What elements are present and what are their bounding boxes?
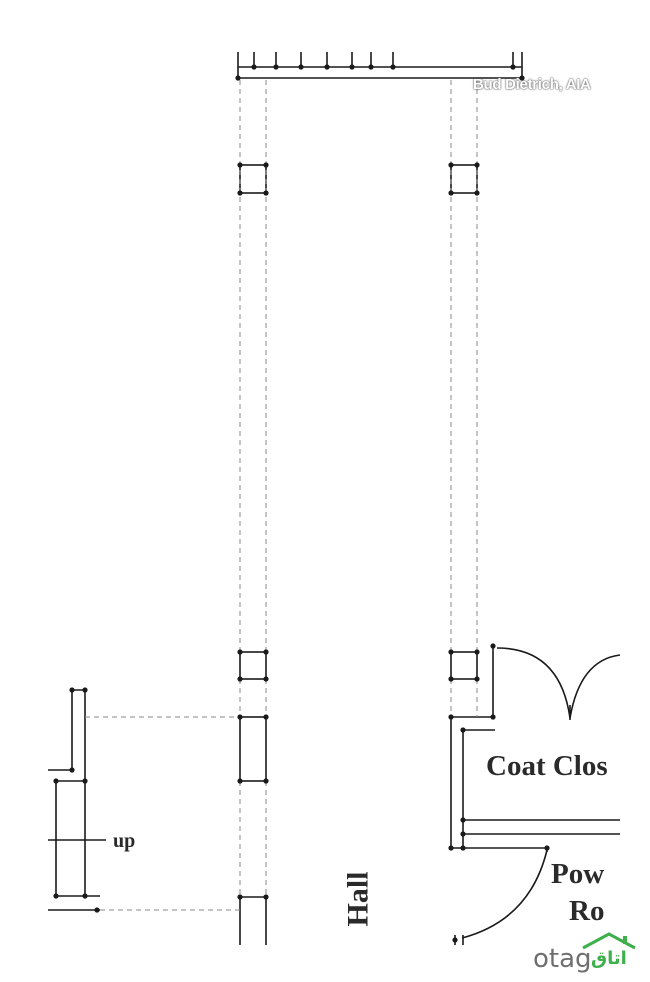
column-upper-right [450,164,478,194]
column-upper-left [239,164,267,194]
column-lower-left [239,651,267,680]
dimension-nodes [53,64,550,943]
stair [48,689,106,911]
hidden-lines [85,80,478,911]
left-wall-segment [238,716,268,945]
photo-credit: Bud Dietrich, AIA [473,76,591,93]
powder-room-label-line2: Ro [569,895,605,927]
column-lower-right [450,651,478,680]
coat-closet-label: Coat Clos [486,750,608,782]
top-beam [237,52,523,79]
watermark-script: اتاق [591,948,627,969]
watermark-logo: otag اتاق [533,930,648,980]
coat-closet-walls [450,646,621,849]
stair-up-label: up [113,830,136,852]
watermark-text: otag [533,944,592,974]
house-icon [582,932,636,950]
hall-label: Hall [341,871,375,927]
powder-room-label-line1: Pow [551,858,605,890]
